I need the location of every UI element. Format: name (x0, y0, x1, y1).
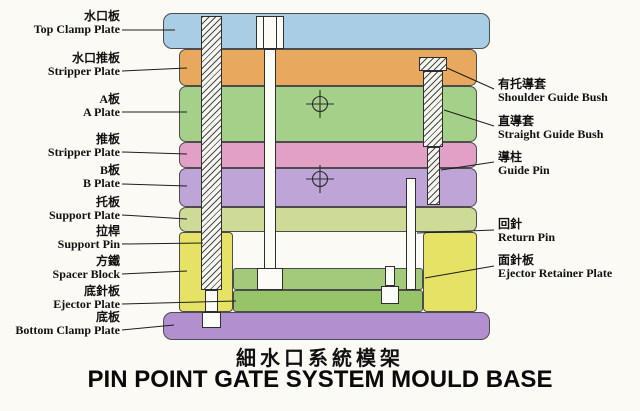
label-ejector-retainer-plate-en: Ejector Retainer Plate (498, 266, 613, 280)
label-support-pin-en: Support Pin (57, 237, 120, 251)
leader-spacer-block (121, 270, 188, 275)
label-b-plate: B板 B Plate (83, 164, 120, 190)
label-a-plate-cn: A板 (99, 92, 120, 106)
label-ejector-plate-en: Ejector Plate (53, 297, 120, 311)
support-plate-shape (179, 207, 477, 232)
leader-support-plate (121, 214, 188, 220)
label-stripper-plate-lower: 推板 Stripper Plate (48, 133, 120, 159)
label-stripper-plate-upper: 水口推板 Stripper Plate (48, 52, 120, 78)
label-support-pin: 拉桿 Support Pin (58, 225, 120, 251)
spacer-block-right-shape (423, 232, 477, 312)
center-pin-head (257, 268, 283, 290)
leader-stripper-plate-upper (121, 67, 188, 72)
label-a-plate-en: A Plate (83, 105, 120, 119)
label-top-clamp-plate-en: Top Clamp Plate (33, 22, 120, 36)
label-straight-guide-bush: 直導套 Straight Guide Bush (498, 115, 603, 141)
clamp-screw-head (202, 312, 221, 328)
label-top-clamp-plate-cn: 水口板 (83, 9, 120, 23)
label-guide-pin-en: Guide Pin (498, 163, 550, 177)
label-spacer-block-en: Spacer Block (52, 267, 120, 281)
label-stripper-plate-upper-en: Stripper Plate (47, 64, 120, 78)
label-support-plate-cn: 托板 (95, 195, 120, 209)
leader-b-plate (121, 183, 188, 187)
straight-guide-bush-shape (423, 71, 443, 147)
leader-stripper-plate-lower (121, 151, 188, 155)
label-return-pin: 回針 Return Pin (498, 218, 555, 244)
title-chinese: 細水口系統模架 (236, 348, 404, 370)
label-straight-guide-bush-en: Straight Guide Bush (498, 127, 604, 141)
label-b-plate-cn: B板 (99, 163, 120, 177)
label-shoulder-guide-bush-en: Shoulder Guide Bush (498, 90, 608, 104)
label-a-plate: A板 A Plate (83, 93, 120, 119)
label-guide-pin-cn: 導柱 (498, 150, 523, 164)
label-stripper-plate-upper-cn: 水口推板 (71, 51, 120, 65)
ejector-bolt-shaft (385, 266, 395, 286)
label-shoulder-guide-bush-cn: 有托導套 (498, 77, 547, 91)
label-return-pin-cn: 回針 (498, 217, 523, 231)
label-support-plate: 托板 Support Plate (49, 196, 120, 222)
label-stripper-plate-lower-en: Stripper Plate (47, 145, 120, 159)
label-top-clamp-plate: 水口板 Top Clamp Plate (34, 10, 120, 36)
label-support-pin-cn: 拉桿 (95, 224, 120, 238)
sprue-bush-bore (263, 16, 277, 49)
label-spacer-block-cn: 方鐵 (95, 254, 120, 268)
label-guide-pin: 導柱 Guide Pin (498, 151, 550, 177)
label-ejector-plate-cn: 底針板 (83, 284, 120, 298)
label-stripper-plate-lower-cn: 推板 (95, 132, 120, 146)
ejector-bolt-head (381, 286, 399, 304)
guide-pin-shape (427, 147, 440, 205)
support-pin-shape (201, 16, 222, 290)
label-shoulder-guide-bush: 有托導套 Shoulder Guide Bush (498, 78, 608, 104)
return-pin-shape (406, 178, 416, 290)
label-bottom-clamp-plate-cn: 底板 (95, 310, 120, 324)
shoulder-guide-bush-shape (419, 57, 447, 71)
label-b-plate-en: B Plate (83, 176, 120, 190)
label-support-plate-en: Support Plate (48, 208, 120, 222)
label-spacer-block: 方鐵 Spacer Block (53, 255, 120, 281)
label-ejector-plate: 底針板 Ejector Plate (53, 285, 120, 311)
label-return-pin-en: Return Pin (498, 230, 555, 244)
label-bottom-clamp-plate-en: Bottom Clamp Plate (15, 323, 120, 337)
label-bottom-clamp-plate: 底板 Bottom Clamp Plate (15, 311, 120, 337)
label-straight-guide-bush-cn: 直導套 (498, 114, 535, 128)
label-ejector-retainer-plate-cn: 面針板 (498, 253, 535, 267)
center-pin-shape (264, 49, 276, 269)
title-english: PIN POINT GATE SYSTEM MOULD BASE (87, 366, 553, 393)
clamp-screw-shaft (205, 290, 218, 312)
label-ejector-retainer-plate: 面針板 Ejector Retainer Plate (498, 254, 612, 280)
